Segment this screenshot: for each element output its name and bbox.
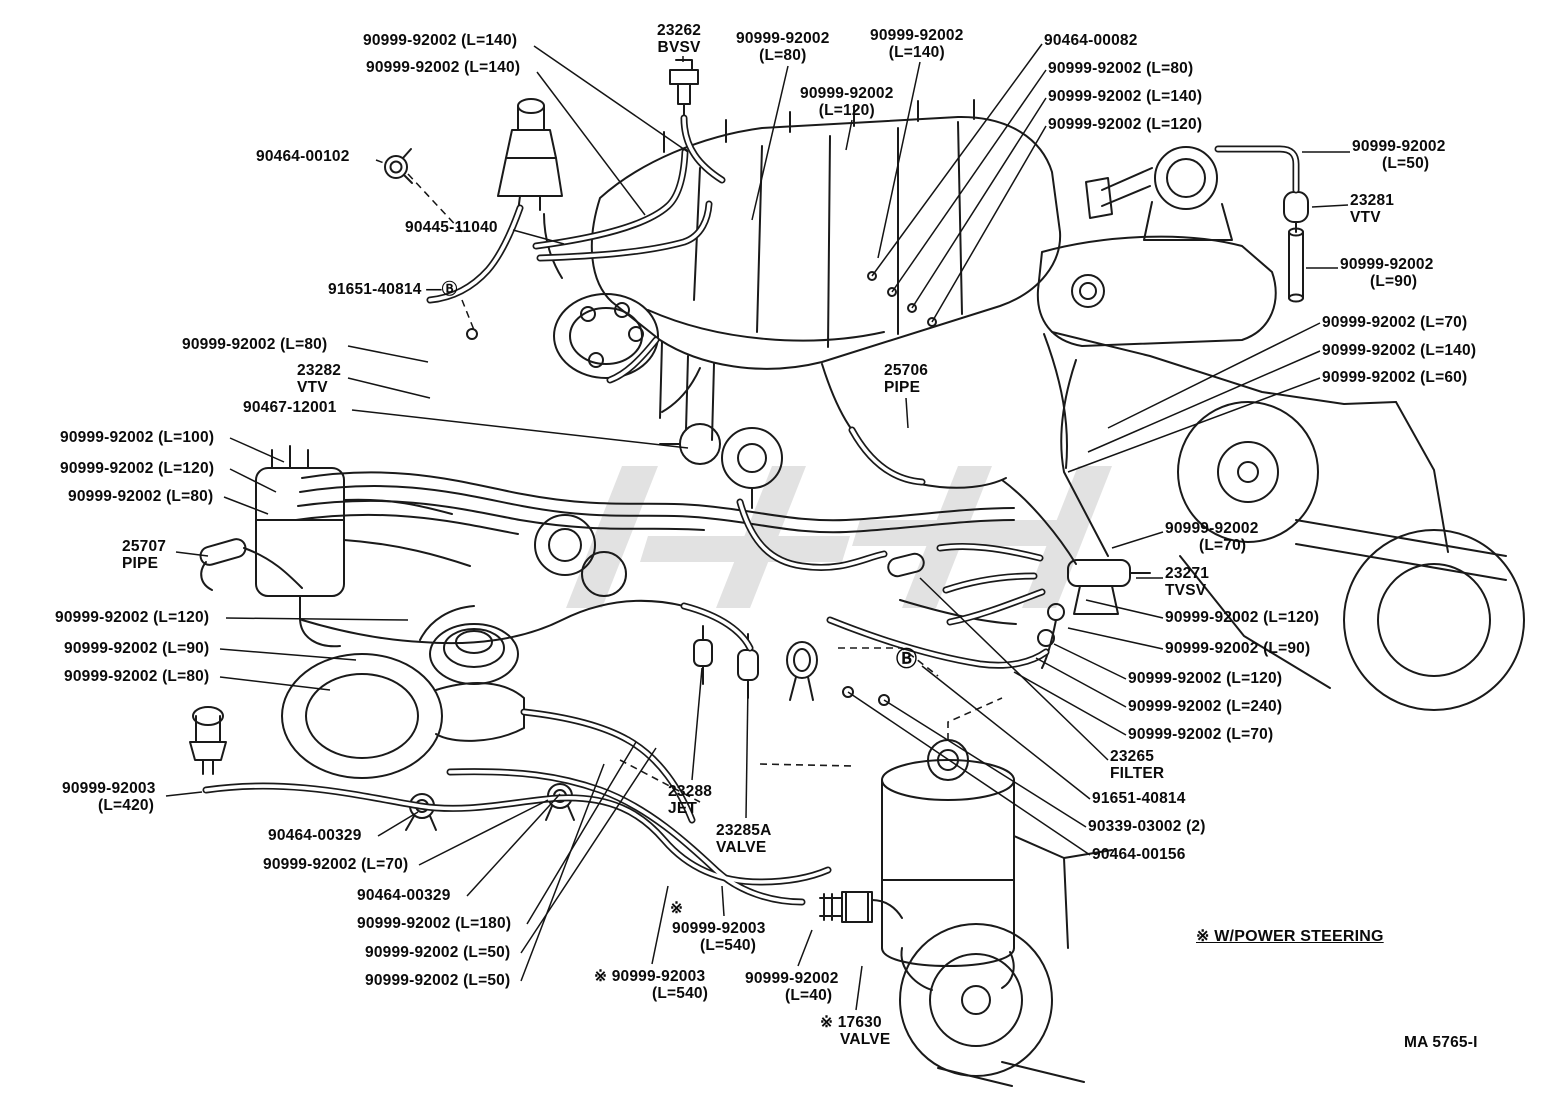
label-90464-00082: 90464-00082 — [1044, 32, 1138, 49]
distributor — [553, 293, 659, 379]
label-90464-00329-b: 90464-00329 — [357, 887, 451, 904]
filter-23265-part — [887, 552, 925, 578]
part-label: 90999-92002 (L=90) — [64, 640, 210, 657]
label-star-mark: ※ — [670, 900, 684, 917]
pipe-25707-part — [199, 538, 303, 591]
part-label: 90999-92002 (L=120) — [60, 460, 215, 477]
part-label: 90999-92002(L=70) — [1165, 520, 1259, 555]
part-label: 90999-92002 (L=80) — [64, 668, 210, 685]
part-label: 90999-92002 (L=120) — [1048, 116, 1203, 133]
part-label: 90999-92002(L=50) — [1352, 138, 1446, 173]
label-90999-92003-540: 90999-92003(L=540) — [672, 920, 766, 955]
drawing-number: MA 5765-I — [1404, 1034, 1478, 1051]
part-label: 90999-92002 (L=120) — [1128, 670, 1283, 687]
label-90999-92003-420: 90999-92003(L=420) — [62, 780, 156, 815]
label-90445-11040: 90445-11040 — [405, 219, 498, 236]
part-label: 90999-92002(L=140) — [870, 27, 964, 62]
part-label: 90999-92002 (L=70) — [1128, 726, 1274, 743]
part-label: 90999-92002 (L=180) — [357, 915, 512, 932]
vacuum-pipe-bundle — [295, 341, 1015, 535]
part-label: 90999-92002 (L=100) — [60, 429, 215, 446]
power-steering-pump — [899, 835, 1113, 1087]
label-91651-40814-b: 91651-40814 — [1092, 790, 1186, 807]
part-label: 90999-92002 (L=90) — [1165, 640, 1311, 657]
part-label: 90999-92002 (L=60) — [1322, 369, 1468, 386]
part-label: 90999-92002 (L=70) — [263, 856, 409, 873]
part-label: 90999-92002 (L=240) — [1128, 698, 1283, 715]
part-label: 90999-92002 (L=140) — [1048, 88, 1203, 105]
part-label: 90999-92002 (L=120) — [55, 609, 210, 626]
label-90464-00156: 90464-00156 — [1092, 846, 1186, 863]
part-label: 90999-92002 (L=80) — [68, 488, 214, 505]
part-label: 90999-92002 (L=140) — [1322, 342, 1477, 359]
label-90339-03002: 90339-03002 (2) — [1088, 818, 1206, 835]
part-label: 90999-92002 (L=80) — [182, 336, 328, 353]
part-label: 90999-92002(L=120) — [800, 85, 894, 120]
label-91651-40814: 91651-40814 —Ⓑ — [328, 281, 458, 298]
label-90467-12001: 90467-12001 — [243, 399, 337, 416]
cruise-actuator — [1085, 146, 1233, 241]
label-90999-92003-540-star: ※ 90999-92003(L=540) — [594, 968, 709, 1003]
valve-17630-part — [819, 891, 903, 923]
valve-cover — [1036, 235, 1277, 347]
egr-and-vsv — [534, 423, 783, 597]
part-label: 90999-92002(L=80) — [736, 30, 830, 65]
watermark-logo — [566, 466, 1112, 608]
air-cleaner — [281, 605, 525, 779]
part-label: 90999-92002 (L=140) — [363, 32, 518, 49]
jet-23288-part — [693, 625, 713, 685]
marker-b: Ⓑ — [896, 648, 918, 671]
bvsv-valve — [669, 59, 699, 117]
power-steering-note: ※ W/POWER STEERING — [1196, 928, 1384, 945]
part-label: 90999-92002 (L=70) — [1322, 314, 1468, 331]
part-label: 90999-92002 (L=50) — [365, 944, 511, 961]
ring-clamp-center — [786, 641, 818, 701]
vacuum-switch — [189, 706, 227, 775]
part-label: 90999-92002(L=90) — [1340, 256, 1434, 291]
part-label: 90999-92002 (L=50) — [365, 972, 511, 989]
part-label: 90999-92002 (L=80) — [1048, 60, 1194, 77]
label-90464-00102: 90464-00102 — [256, 148, 350, 165]
part-label: 90999-92002(L=40) — [745, 970, 839, 1005]
label-90464-00329: 90464-00329 — [268, 827, 362, 844]
part-label: 90999-92002 (L=140) — [366, 59, 521, 76]
part-label: 90999-92002 (L=120) — [1165, 609, 1320, 626]
